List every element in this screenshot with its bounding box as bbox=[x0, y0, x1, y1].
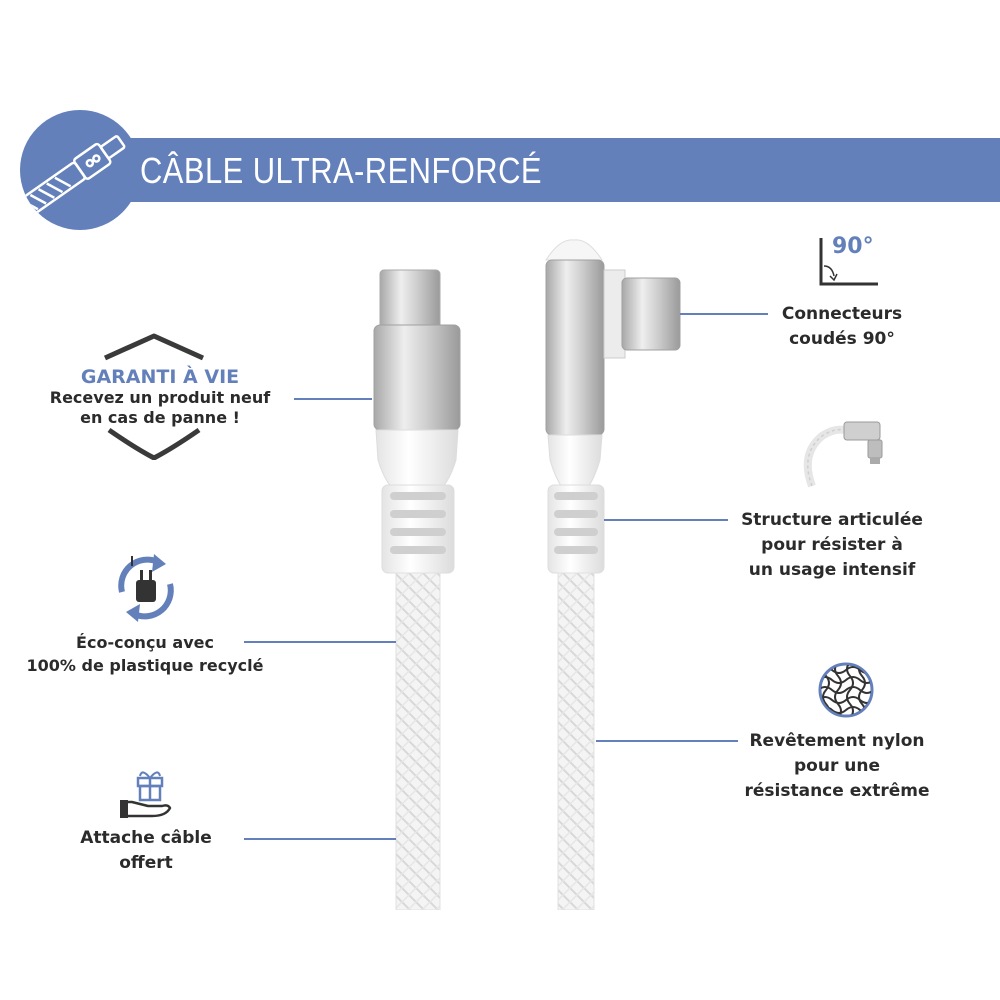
angled-connector-line-2: coudés 90° bbox=[789, 329, 895, 349]
articulated-text: Structure articulée pour résister à un u… bbox=[732, 508, 932, 583]
shield-icon bbox=[103, 333, 205, 460]
angled-connector-text: Connecteurs coudés 90° bbox=[760, 302, 924, 352]
articulated-line-2: pour résister à bbox=[761, 535, 903, 555]
angled-connector-line-1: Connecteurs bbox=[781, 304, 903, 324]
braided-cable-icon bbox=[20, 110, 140, 230]
right-angle-icon bbox=[819, 238, 878, 286]
straight-connector bbox=[373, 269, 461, 910]
cable-tie-line-1: Attache câble bbox=[80, 828, 212, 848]
guarantee-line-1: Recevez un produit neuf bbox=[49, 388, 271, 407]
right-angle-label: 90° bbox=[832, 234, 874, 259]
recycled-charger-icon bbox=[118, 554, 174, 622]
angled-cable-icon bbox=[803, 421, 883, 488]
angled-connector-leader-line bbox=[680, 313, 768, 315]
eco-leader-line bbox=[244, 641, 396, 643]
nylon-mesh-icon bbox=[818, 662, 874, 718]
guarantee-text: GARANTI À VIE Recevez un produit neuf en… bbox=[20, 366, 300, 428]
eco-text: Éco-conçu avec 100% de plastique recyclé bbox=[20, 631, 270, 677]
articulated-line-1: Structure articulée bbox=[741, 510, 923, 530]
nylon-line-2: pour une bbox=[794, 756, 880, 776]
title-banner bbox=[100, 138, 1000, 202]
angled-connector bbox=[545, 239, 681, 910]
cable-tie-line-2: offert bbox=[119, 853, 173, 873]
cable-tie-leader-line bbox=[244, 838, 396, 840]
banner-title: CÂBLE ULTRA-RENFORCÉ bbox=[140, 150, 542, 191]
cable-tie-text: Attache câble offert bbox=[60, 826, 232, 876]
eco-line-1: Éco-conçu avec bbox=[76, 633, 214, 652]
nylon-line-1: Revêtement nylon bbox=[749, 731, 925, 751]
guarantee-line-2: en cas de panne ! bbox=[80, 408, 240, 427]
articulated-line-3: un usage intensif bbox=[748, 560, 916, 580]
nylon-line-3: résistance extrême bbox=[744, 781, 930, 801]
nylon-leader-line bbox=[596, 740, 738, 742]
articulated-leader-line bbox=[604, 519, 728, 521]
eco-line-2: 100% de plastique recyclé bbox=[26, 656, 264, 675]
nylon-text: Revêtement nylon pour une résistance ext… bbox=[740, 729, 934, 804]
cable-illustration bbox=[373, 239, 681, 910]
guarantee-leader-line bbox=[294, 398, 372, 400]
gift-hand-icon bbox=[120, 771, 172, 818]
guarantee-title: GARANTI À VIE bbox=[80, 366, 240, 388]
